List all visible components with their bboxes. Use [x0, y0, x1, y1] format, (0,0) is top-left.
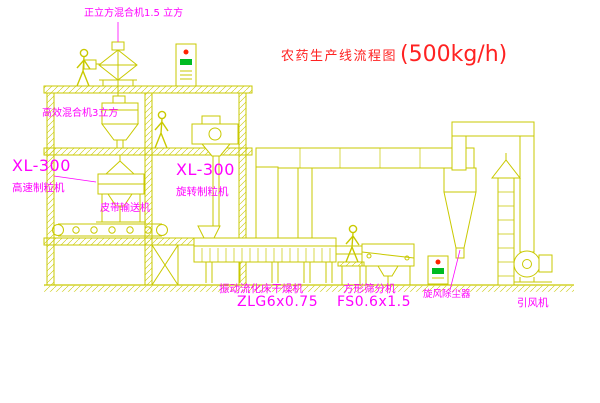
operator-figure-2 — [154, 110, 169, 149]
label-cube-mixer: 正立方混合机1.5 立方 — [84, 8, 184, 19]
label-sieve-model: FS0.6x1.5 — [337, 294, 412, 310]
label-granulator-mid-model: XL-300 — [176, 160, 235, 179]
control-cabinet-2 — [427, 255, 449, 285]
cone-mixer — [101, 95, 139, 175]
drawing-title-text: 农药生产线流程图 — [281, 49, 398, 64]
belt-conveyor — [52, 223, 168, 237]
drawing-title-capacity: (500kg/h) — [400, 42, 508, 67]
high-speed-granulator — [96, 173, 146, 223]
induced-draft-fan — [513, 250, 553, 283]
operator-platform — [337, 261, 365, 285]
indicator-lamp-icon — [435, 259, 441, 265]
label-granulator-left-name: 高速制粒机 — [12, 182, 65, 194]
label-dryer-name: 振动流化床干燥机 — [219, 283, 303, 295]
operator-figure-3 — [345, 224, 360, 263]
fluid-bed-dryer — [193, 225, 337, 283]
label-granulator-left-model: XL-300 — [12, 156, 71, 175]
exhaust-stack — [490, 153, 522, 286]
ground-line — [44, 284, 574, 292]
rotary-granulator — [191, 115, 239, 226]
control-cabinet-1 — [175, 43, 197, 87]
drawing-title: 农药生产线流程图 (500kg/h) — [281, 42, 507, 67]
label-granulator-mid-name: 旋转制粒机 — [176, 186, 229, 198]
leader-lines — [53, 22, 461, 291]
label-dryer-model: ZLG6x0.75 — [237, 294, 319, 310]
label-cone-mixer: 高效混合机3立方 — [42, 108, 119, 119]
panel-screen-icon — [432, 268, 444, 274]
label-sieve-name: 方形筛分机 — [343, 283, 396, 295]
cyclone-separator — [443, 121, 535, 259]
exhaust-ducts — [255, 147, 475, 239]
support-frame — [151, 244, 179, 286]
indicator-lamp-icon — [183, 49, 189, 55]
square-sieve — [335, 243, 415, 285]
label-fan: 引风机 — [517, 297, 549, 309]
label-belt-conveyor: 皮带输送机 — [100, 203, 150, 214]
building-structure — [43, 85, 253, 286]
label-cyclone: 旋风除尘器 — [423, 289, 471, 300]
panel-screen-icon — [180, 59, 192, 65]
